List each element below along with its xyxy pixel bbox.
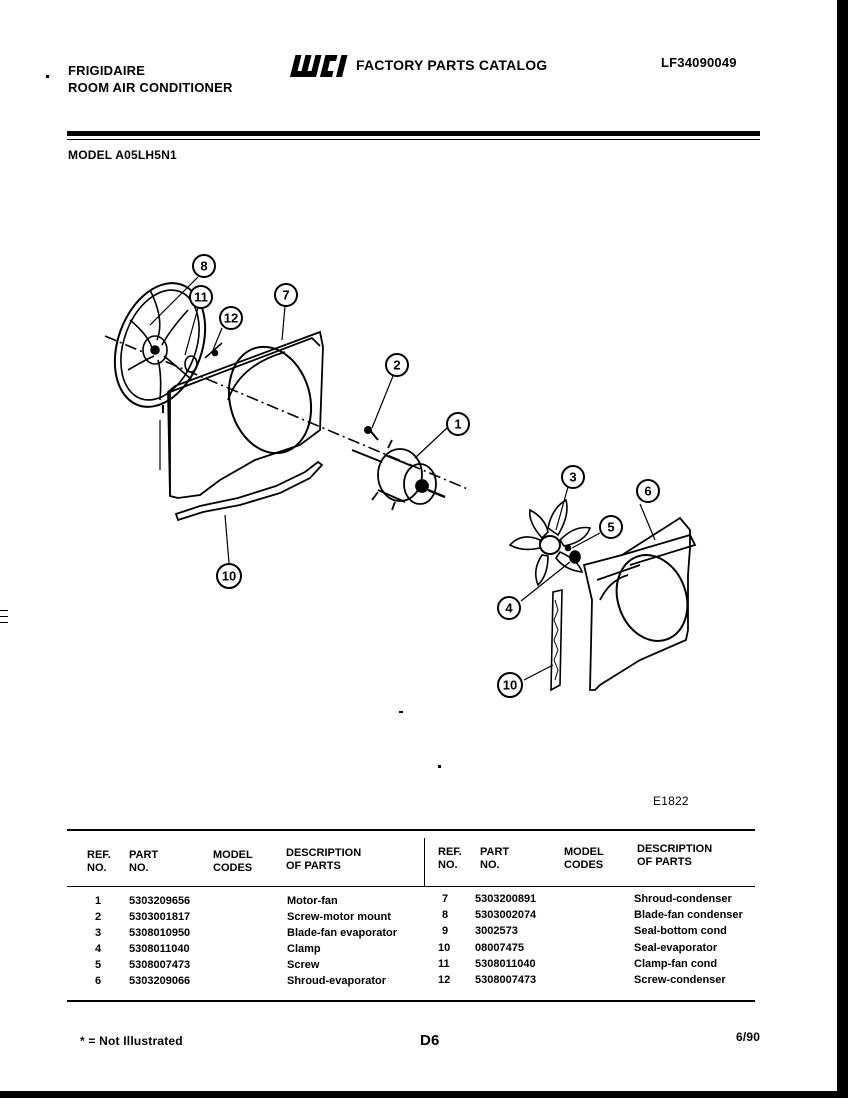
motor-mount-screw xyxy=(364,426,379,441)
svg-text:2: 2 xyxy=(393,358,400,373)
header-ref-right: REF.NO. xyxy=(438,846,462,871)
page-number: D6 xyxy=(420,1032,440,1049)
not-illustrated-note: * = Not Illustrated xyxy=(80,1034,183,1048)
header-rule-thin xyxy=(67,139,760,140)
svg-text:3: 3 xyxy=(569,470,576,485)
callout-3: 3 xyxy=(561,465,585,489)
condenser-clamp xyxy=(184,355,198,373)
condenser-seal xyxy=(174,460,324,522)
callout-12: 12 xyxy=(219,306,243,330)
callout-6: 6 xyxy=(636,479,660,503)
evaporator-fan-blade xyxy=(508,498,592,587)
svg-text:8: 8 xyxy=(200,259,207,274)
svg-text:1: 1 xyxy=(454,417,461,432)
svg-text:5: 5 xyxy=(607,520,614,535)
callout-10-condenser: 10 xyxy=(216,563,242,589)
svg-text:11: 11 xyxy=(194,290,208,305)
figure-id: E1822 xyxy=(653,794,689,808)
condenser-shroud xyxy=(159,330,324,499)
model-number: MODEL A05LH5N1 xyxy=(68,148,177,162)
callout-2: 2 xyxy=(385,353,409,377)
svg-text:12: 12 xyxy=(224,311,238,326)
header-rule xyxy=(67,131,760,136)
evaporator-seal xyxy=(550,588,563,692)
page-border-right xyxy=(837,0,848,1098)
callout-1: 1 xyxy=(446,412,470,436)
evaporator-shroud xyxy=(582,516,697,691)
svg-text:6: 6 xyxy=(644,484,651,499)
evaporator-clamp xyxy=(569,550,581,564)
callout-11: 11 xyxy=(189,285,213,309)
fan-motor xyxy=(351,439,446,511)
product-name: ROOM AIR CONDITIONER xyxy=(68,80,233,95)
svg-text:7: 7 xyxy=(282,288,289,303)
callout-10-evaporator: 10 xyxy=(497,672,523,698)
svg-text:10: 10 xyxy=(503,678,517,693)
brand-name: FRIGIDAIRE xyxy=(68,63,146,78)
revision-date: 6/90 xyxy=(736,1030,761,1044)
evaporator-screw xyxy=(564,544,572,552)
header-ref: REF.NO. xyxy=(87,849,111,874)
page-border-bottom xyxy=(0,1091,848,1098)
wci-logo xyxy=(290,55,348,77)
svg-text:4: 4 xyxy=(505,601,513,616)
table-bottom-rule xyxy=(67,1000,755,1002)
callout-7: 7 xyxy=(274,283,298,307)
callout-5: 5 xyxy=(599,515,623,539)
catalog-number: LF34090049 xyxy=(661,55,737,70)
table-top-rule xyxy=(67,829,755,831)
exploded-parts-diagram: 8 11 12 7 2 1 10 3 5 6 4 10 xyxy=(0,75,697,768)
callout-4: 4 xyxy=(497,596,521,620)
callout-8: 8 xyxy=(192,254,216,278)
table-header-rule xyxy=(67,886,755,887)
catalog-title: FACTORY PARTS CATALOG xyxy=(356,57,548,73)
condenser-fan-blade xyxy=(113,282,207,413)
table-divider xyxy=(424,838,425,886)
condenser-screw-head xyxy=(211,349,219,357)
svg-text:10: 10 xyxy=(222,569,236,584)
